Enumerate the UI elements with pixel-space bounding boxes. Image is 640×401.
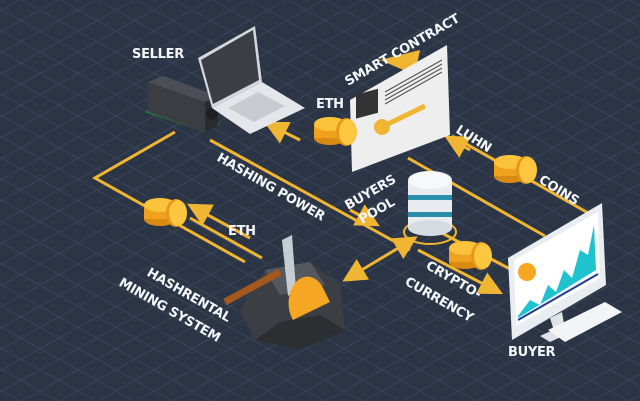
hashing-power-label: HASHING POWER [214,150,327,224]
grid-line [591,373,640,401]
cryptocurrency-arrow [417,248,503,295]
pool-to-mining-arrow [342,258,376,282]
grid-line [0,304,173,401]
eth-to-seller-arrow [263,121,301,144]
hashing-power-line [209,138,411,252]
seller-to-mining-line [91,130,246,264]
grid-line [0,368,59,401]
grid-line [439,0,640,112]
grid-line [0,0,287,160]
seller-label: SELLER [132,47,184,62]
hashing-power-arrow [349,204,380,227]
contract-to-buyer-line [407,156,546,238]
grid-line [515,0,640,70]
grid-line [0,325,135,401]
grid-line [0,241,287,401]
grid-line [0,346,97,401]
seller-laptop-icon [198,26,305,134]
grid-line [0,0,477,266]
crypto-coins-icon [449,241,492,270]
grid-line [0,0,591,330]
mining-to-pool-arrow [374,236,418,264]
grid-line [0,0,439,245]
grid-line [363,0,640,155]
eth-left-label: ETH [228,224,256,239]
smart-contract-document [350,45,450,172]
grid-line [0,283,211,401]
luhn-arrow [444,135,471,158]
grid-line [287,0,640,197]
grid-line [401,0,640,134]
buyers-pool-database-icon [403,171,457,245]
buyer-computer-icon [508,203,622,342]
grid-line [0,0,173,97]
seller-server [145,76,220,132]
eth-to-coins-arrow [187,203,251,240]
grid-line [477,0,640,91]
grid-line [401,267,640,401]
grid-line [0,0,97,55]
grid-line [0,0,211,118]
grid-line [477,310,640,401]
grid-line [249,183,640,401]
grid-line [363,246,640,401]
mining-eth-coins-icon [144,198,187,227]
grid-line [515,331,640,401]
grid-line [591,0,640,28]
grid-line [21,56,640,401]
eth-top-label: ETH [316,97,344,112]
grid-line [0,0,401,224]
eth-coins-icon [314,117,357,146]
grid-line [0,0,59,33]
mining-rock-pickaxe-icon [223,235,345,350]
grid-line [97,98,640,401]
flow-lines [91,121,591,295]
grid-line [287,204,640,401]
grid-line [0,0,135,76]
key-icon [374,103,427,135]
grid-line [0,219,325,401]
buyer-label: BUYER [508,345,556,360]
grid-line [325,225,640,401]
grid-line [0,0,249,139]
grid-line [0,262,249,401]
luhn-coins-icon [494,155,537,184]
